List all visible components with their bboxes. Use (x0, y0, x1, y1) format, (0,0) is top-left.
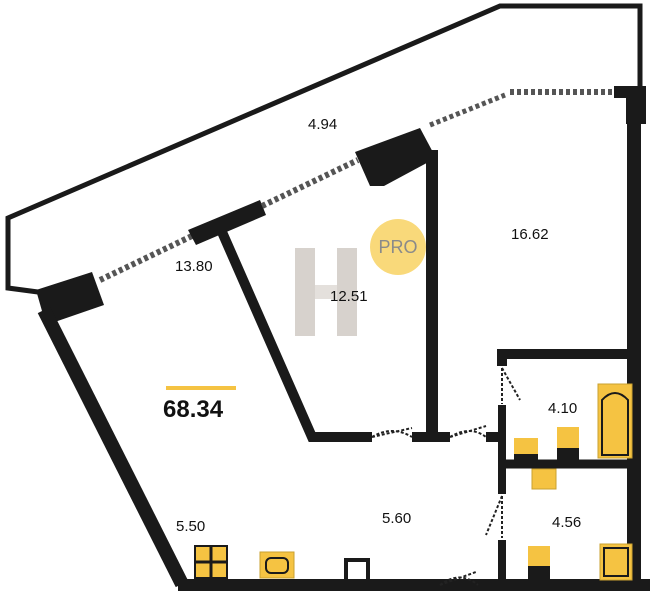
balcony-outline (5, 3, 643, 295)
radiator-niche (344, 558, 370, 584)
outer-wall-left-pillar (36, 272, 104, 325)
interior-wall (217, 229, 372, 442)
outer-wall-right-pillar (614, 86, 646, 124)
stove (194, 545, 228, 579)
logo-watermark (295, 248, 357, 336)
area-room-2: 12.51 (330, 288, 368, 305)
area-room-3: 16.62 (511, 226, 549, 243)
bathroom-sink (531, 468, 557, 490)
area-hallway: 5.60 (382, 510, 412, 527)
outer-wall-left (37, 306, 189, 588)
window (98, 233, 194, 283)
shower (599, 543, 633, 581)
area-room-1: 13.80 (175, 258, 213, 275)
kitchen-sink (259, 551, 295, 579)
bathtub (597, 383, 633, 459)
wall-segment (188, 200, 266, 245)
toilet (557, 427, 579, 460)
pro-badge: PRO (370, 219, 426, 275)
bathroom-wall (497, 349, 634, 366)
area-kitchen: 5.50 (176, 518, 206, 535)
area-balcony: 4.94 (308, 116, 338, 133)
balcony-door (429, 92, 506, 128)
wall-pillar (355, 128, 436, 186)
door[interactable] (371, 367, 521, 586)
toilet (528, 546, 550, 580)
total-area-bar (166, 386, 236, 390)
window (260, 157, 360, 209)
area-bathroom-2: 4.56 (552, 514, 582, 531)
bathroom-sink (514, 438, 538, 460)
total-area: 68.34 (163, 396, 224, 423)
area-bathroom-1: 4.10 (548, 400, 578, 417)
